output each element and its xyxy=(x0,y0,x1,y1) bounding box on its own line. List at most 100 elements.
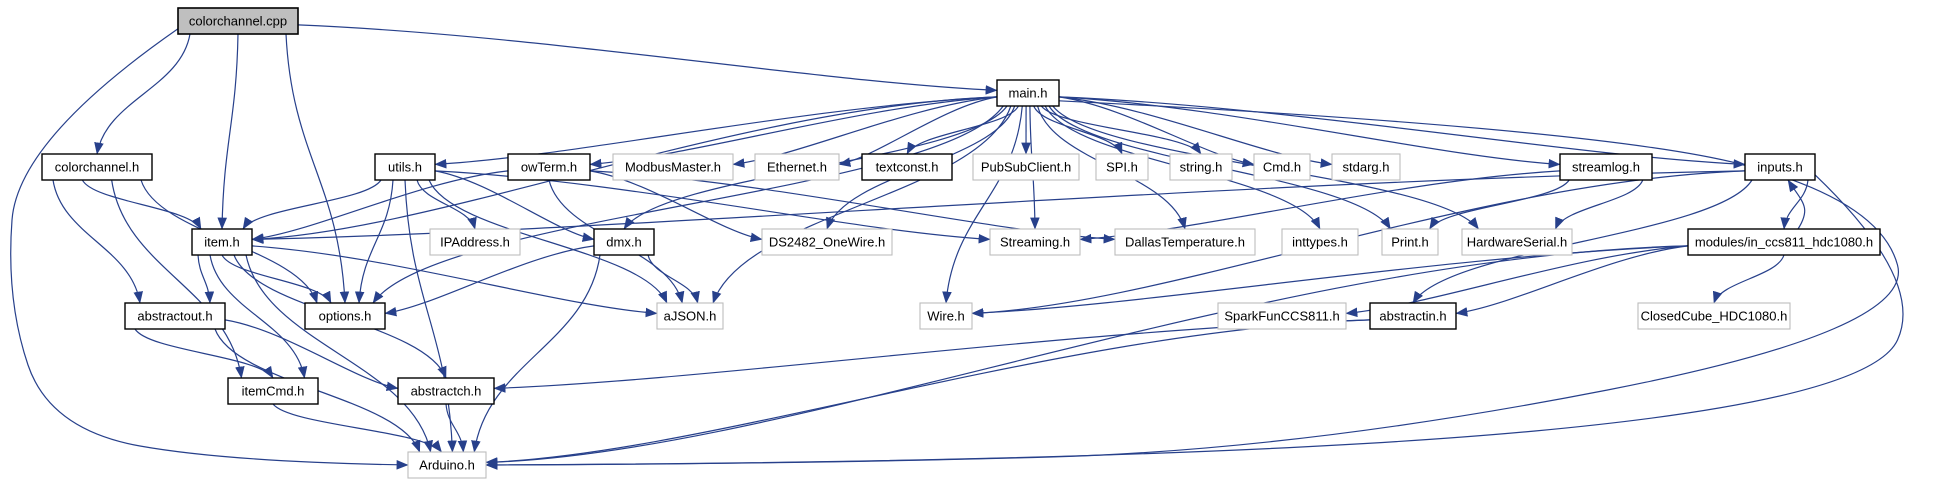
node-streaming_h[interactable]: Streaming.h xyxy=(989,228,1081,256)
node-box-dallastemperature_h[interactable] xyxy=(1114,228,1256,256)
node-label-options_h: options.h xyxy=(319,308,372,323)
node-box-abstractout_h[interactable] xyxy=(124,302,226,330)
node-box-print_h[interactable] xyxy=(1381,228,1439,256)
edge-colorchannel_cpp-to-item_h xyxy=(217,33,239,230)
node-box-abstractin_h[interactable] xyxy=(1369,302,1457,330)
node-string_h[interactable]: string.h xyxy=(1169,153,1233,181)
node-box-ethernet_h[interactable] xyxy=(754,153,840,181)
node-inttypes_h[interactable]: inttypes.h xyxy=(1281,228,1359,256)
node-label-string_h: string.h xyxy=(1180,159,1223,174)
node-box-closedcube_hdc1080_h[interactable] xyxy=(1637,302,1791,330)
node-box-spi_h[interactable] xyxy=(1095,153,1149,181)
edge-abstractout_h-to-abstractch_h xyxy=(224,319,399,392)
node-box-inttypes_h[interactable] xyxy=(1281,228,1359,256)
node-arduino_h[interactable]: Arduino.h xyxy=(407,451,487,479)
node-label-arduino_h: Arduino.h xyxy=(419,457,475,472)
node-box-main_h[interactable] xyxy=(996,79,1060,107)
node-box-streaming_h[interactable] xyxy=(989,228,1081,256)
node-modules_in_ccs811_hdc1080_h[interactable]: modules/in_ccs811_hdc1080.h xyxy=(1687,228,1881,256)
node-box-streamlog_h[interactable] xyxy=(1559,153,1653,181)
node-owterm_h[interactable]: owTerm.h xyxy=(507,153,591,181)
node-box-colorchannel_cpp[interactable] xyxy=(177,7,299,35)
node-box-wire_h[interactable] xyxy=(919,302,973,330)
node-ipaddress_h[interactable]: IPAddress.h xyxy=(429,228,521,256)
node-dmx_h[interactable]: dmx.h xyxy=(593,228,655,256)
node-box-modbusmaster_h[interactable] xyxy=(612,153,734,181)
node-hardwareserial_h[interactable]: HardwareSerial.h xyxy=(1461,228,1573,256)
node-item_h[interactable]: item.h xyxy=(191,228,253,256)
node-closedcube_hdc1080_h[interactable]: ClosedCube_HDC1080.h xyxy=(1637,302,1791,330)
node-pubsubclient_h[interactable]: PubSubClient.h xyxy=(972,153,1080,181)
edge-utils_h-to-options_h xyxy=(354,179,394,304)
edge-item_h-to-ajson_h xyxy=(251,245,658,318)
node-label-colorchannel_h: colorchannel.h xyxy=(55,159,140,174)
node-itemcmd_h[interactable]: itemCmd.h xyxy=(227,377,319,405)
edge-dmx_h-to-ajson_h xyxy=(647,254,700,304)
edge-utils_h-to-item_h xyxy=(242,179,382,230)
node-modbusmaster_h[interactable]: ModbusMaster.h xyxy=(612,153,734,181)
node-spi_h[interactable]: SPI.h xyxy=(1095,153,1149,181)
edge-inputs_h-to-modules_in_ccs811_hdc1080_h xyxy=(1780,179,1809,230)
edge-utils_h-to-ipaddress_h xyxy=(416,179,477,230)
node-sparkfunccs811_h[interactable]: SparkFunCCS811.h xyxy=(1217,302,1347,330)
edge-abstractout_h-to-itemcmd_h xyxy=(134,328,274,379)
node-inputs_h[interactable]: inputs.h xyxy=(1744,153,1816,181)
node-box-ajson_h[interactable] xyxy=(656,302,724,330)
node-box-utils_h[interactable] xyxy=(374,153,436,181)
node-box-modules_in_ccs811_hdc1080_h[interactable] xyxy=(1687,228,1881,256)
node-textconst_h[interactable]: textconst.h xyxy=(861,153,953,181)
node-label-itemcmd_h: itemCmd.h xyxy=(242,383,305,398)
node-streamlog_h[interactable]: streamlog.h xyxy=(1559,153,1653,181)
node-cmd_h[interactable]: Cmd.h xyxy=(1253,153,1311,181)
edge-dmx_h-to-options_h xyxy=(384,245,595,317)
node-box-colorchannel_h[interactable] xyxy=(41,153,153,181)
edge-main_h-to-inputs_h xyxy=(1058,96,1746,169)
node-colorchannel_h[interactable]: colorchannel.h xyxy=(41,153,153,181)
node-box-owterm_h[interactable] xyxy=(507,153,591,181)
node-ethernet_h[interactable]: Ethernet.h xyxy=(754,153,840,181)
node-stdarg_h[interactable]: stdarg.h xyxy=(1331,153,1401,181)
node-label-abstractin_h: abstractin.h xyxy=(1379,308,1446,323)
node-abstractch_h[interactable]: abstractch.h xyxy=(397,377,495,405)
node-box-item_h[interactable] xyxy=(191,228,253,256)
node-dallastemperature_h[interactable]: DallasTemperature.h xyxy=(1114,228,1256,256)
node-abstractout_h[interactable]: abstractout.h xyxy=(124,302,226,330)
node-box-stdarg_h[interactable] xyxy=(1331,153,1401,181)
node-ds2482_onewire_h[interactable]: DS2482_OneWire.h xyxy=(761,228,893,256)
node-colorchannel_cpp[interactable]: colorchannel.cpp xyxy=(177,7,299,35)
node-box-inputs_h[interactable] xyxy=(1744,153,1816,181)
node-label-modbusmaster_h: ModbusMaster.h xyxy=(625,159,721,174)
node-box-cmd_h[interactable] xyxy=(1253,153,1311,181)
node-box-hardwareserial_h[interactable] xyxy=(1461,228,1573,256)
node-box-options_h[interactable] xyxy=(304,302,386,330)
node-box-string_h[interactable] xyxy=(1169,153,1233,181)
node-box-itemcmd_h[interactable] xyxy=(227,377,319,405)
edge-main_h-to-item_h xyxy=(251,96,998,244)
node-options_h[interactable]: options.h xyxy=(304,302,386,330)
node-box-dmx_h[interactable] xyxy=(593,228,655,256)
node-abstractin_h[interactable]: abstractin.h xyxy=(1369,302,1457,330)
node-box-sparkfunccs811_h[interactable] xyxy=(1217,302,1347,330)
edge-utils_h-to-dmx_h xyxy=(434,170,595,242)
node-label-hardwareserial_h: HardwareSerial.h xyxy=(1467,234,1567,249)
node-print_h[interactable]: Print.h xyxy=(1381,228,1439,256)
edge-colorchannel_cpp-to-main_h xyxy=(297,24,998,95)
node-box-ds2482_onewire_h[interactable] xyxy=(761,228,893,256)
node-box-pubsubclient_h[interactable] xyxy=(972,153,1080,181)
node-wire_h[interactable]: Wire.h xyxy=(919,302,973,330)
node-label-ajson_h: aJSON.h xyxy=(664,308,717,323)
node-label-ipaddress_h: IPAddress.h xyxy=(440,234,510,249)
node-box-abstractch_h[interactable] xyxy=(397,377,495,405)
node-main_h[interactable]: main.h xyxy=(996,79,1060,107)
edge-abstractin_h-to-arduino_h xyxy=(485,319,1371,467)
node-utils_h[interactable]: utils.h xyxy=(374,153,436,181)
node-ajson_h[interactable]: aJSON.h xyxy=(656,302,724,330)
edge-modules_in_ccs811_hdc1080_h-to-abstractin_h xyxy=(1455,245,1689,317)
node-label-print_h: Print.h xyxy=(1391,234,1429,249)
edge-modules_in_ccs811_hdc1080_h-to-inputs_h xyxy=(1787,179,1806,230)
node-box-arduino_h[interactable] xyxy=(407,451,487,479)
node-box-ipaddress_h[interactable] xyxy=(429,228,521,256)
node-box-textconst_h[interactable] xyxy=(861,153,953,181)
edge-item_h-to-abstractout_h xyxy=(197,254,215,304)
